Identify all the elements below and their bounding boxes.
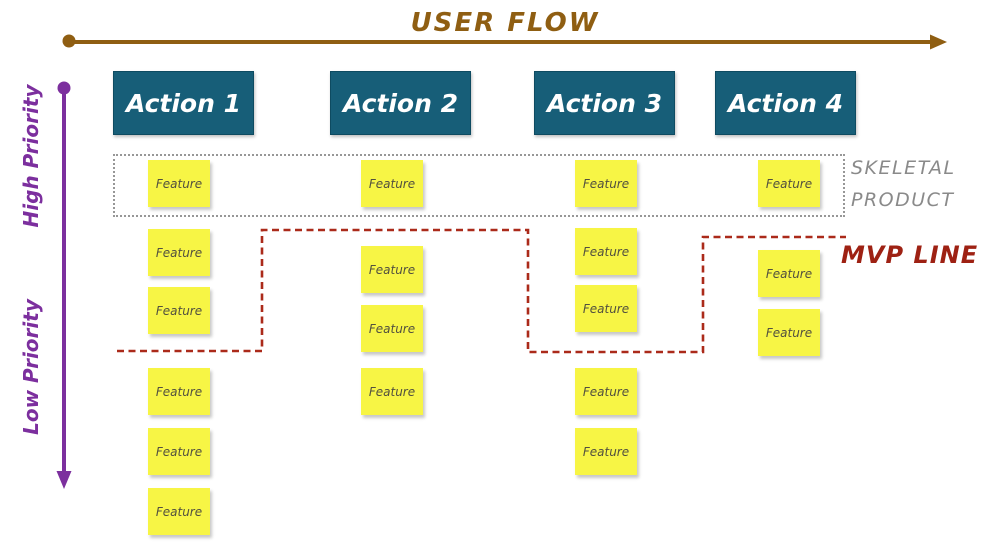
user-flow-arrowhead [930,34,947,50]
mvp-line-path [117,228,846,354]
feature-note[interactable]: Feature [148,229,210,276]
feature-note[interactable]: Feature [758,160,820,207]
feature-note[interactable]: Feature [361,246,423,293]
action-3-header[interactable]: Action 3 [534,71,675,135]
feature-note[interactable]: Feature [148,368,210,415]
user-flow-label: USER FLOW [410,8,600,38]
skeletal-product-label-line1: SKELETAL [851,157,956,179]
priority-arrow [56,81,72,489]
high-priority-label: High Priority [19,84,43,228]
feature-note[interactable]: Feature [148,488,210,535]
user-flow-arrow-dot [62,34,76,48]
feature-note[interactable]: Feature [575,160,637,207]
action-4-header[interactable]: Action 4 [715,71,856,135]
feature-note[interactable]: Feature [575,285,637,332]
feature-note[interactable]: Feature [575,368,637,415]
feature-note[interactable]: Feature [361,305,423,352]
priority-arrow-dot [57,81,71,95]
mvp-line-label: MVP LINE [841,241,979,269]
feature-note[interactable]: Feature [575,228,637,275]
feature-note[interactable]: Feature [148,428,210,475]
action-2-header[interactable]: Action 2 [330,71,471,135]
action-1-header[interactable]: Action 1 [113,71,254,135]
feature-note[interactable]: Feature [758,309,820,356]
priority-arrowhead [56,471,72,489]
feature-note[interactable]: Feature [575,428,637,475]
skeletal-product-label-line2: PRODUCT [851,189,955,211]
skeletal-product-outline [113,154,845,217]
feature-note[interactable]: Feature [758,250,820,297]
feature-note[interactable]: Feature [361,160,423,207]
low-priority-label: Low Priority [19,299,43,435]
feature-note[interactable]: Feature [148,287,210,334]
feature-note[interactable]: Feature [148,160,210,207]
feature-note[interactable]: Feature [361,368,423,415]
